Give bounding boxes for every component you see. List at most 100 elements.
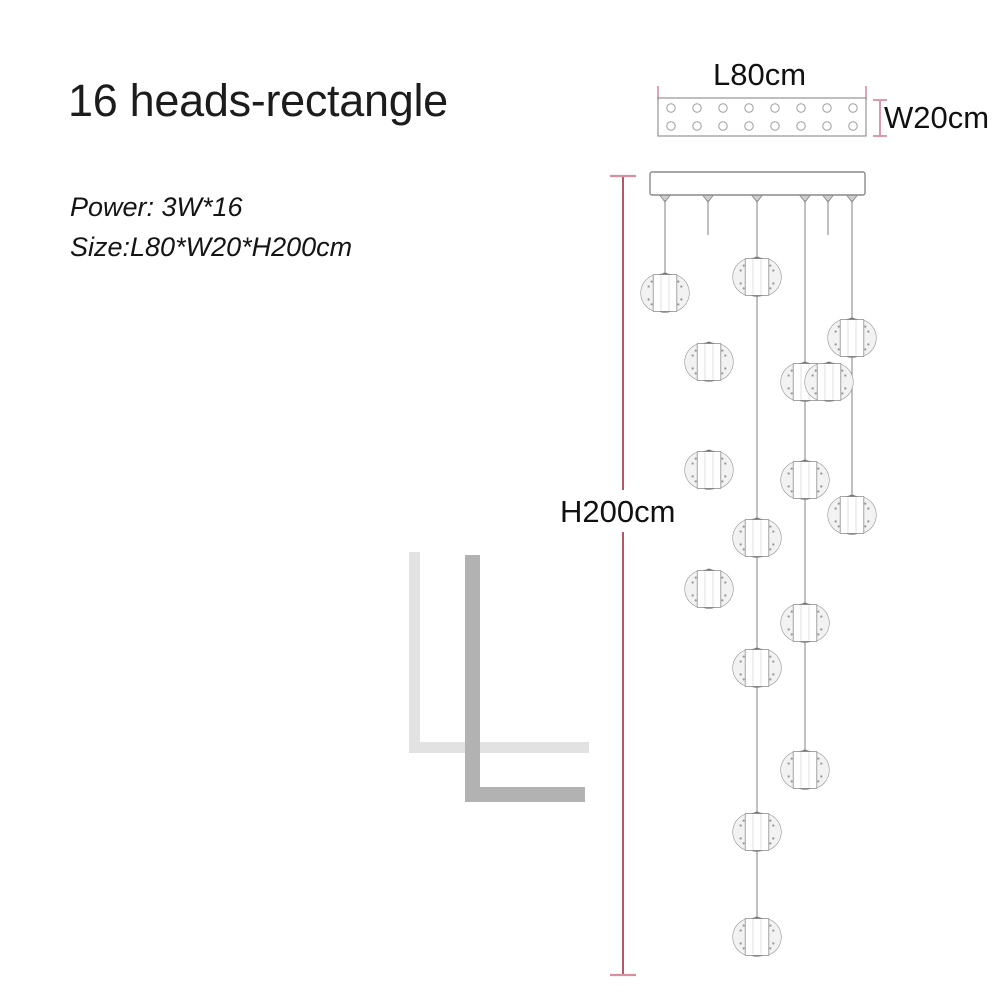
base-plate-hole	[718, 103, 728, 113]
height-dimension-label: H200cm	[560, 494, 676, 529]
crystal-facet-detail	[864, 348, 867, 351]
crystal-facet-detail	[864, 502, 867, 505]
crystal-facet-right	[816, 461, 830, 499]
crystal-facet-detail	[867, 330, 870, 333]
crystal-ball	[684, 449, 734, 490]
crystal-facet-right	[720, 570, 734, 608]
crystal-facet-detail	[769, 525, 772, 528]
crystal-facet-left	[780, 461, 794, 499]
crystal-facet-left	[684, 451, 698, 489]
crystal-facet-detail	[787, 485, 790, 488]
crystal-facet-detail	[772, 837, 775, 840]
crystal-center-band	[744, 258, 770, 296]
crystal-ball	[780, 459, 830, 500]
crystal-facet-left	[732, 258, 746, 296]
crystal-facet-detail	[742, 819, 745, 822]
crystal-facet-detail	[787, 775, 790, 778]
crystal-facet-detail	[680, 298, 683, 301]
crystal-facet-detail	[772, 673, 775, 676]
crystal-facet-detail	[650, 303, 653, 306]
crystal-facet-detail	[691, 367, 694, 370]
crystal-facet-detail	[820, 775, 823, 778]
crystal-facet-detail	[834, 330, 837, 333]
crystal-facet-detail	[864, 325, 867, 328]
crystal-facet-right	[816, 604, 830, 642]
crystal-facet-detail	[742, 924, 745, 927]
height-dimension-line	[610, 174, 636, 977]
crystal-facet-detail	[837, 525, 840, 528]
crystal-facet-detail	[691, 594, 694, 597]
crystal-facet-left	[732, 918, 746, 956]
crystal-facet-detail	[841, 369, 844, 372]
crystal-facet-detail	[787, 387, 790, 390]
crystal-facet-left	[640, 274, 654, 312]
base-plate-hole	[692, 121, 702, 131]
base-plate-hole	[718, 121, 728, 131]
crystal-facet-detail	[820, 762, 823, 765]
crystal-facet-detail	[739, 673, 742, 676]
size-spec-label: Size:L80*W20*H200cm	[70, 232, 353, 262]
crystal-center-band	[696, 451, 722, 489]
crystal-center-band	[652, 274, 678, 312]
page-title: 16 heads-rectangle	[68, 75, 448, 126]
crystal-facet-detail	[772, 660, 775, 663]
base-plate-hole	[822, 121, 832, 131]
crystal-facet-detail	[694, 576, 697, 579]
crystal-facet-detail	[724, 367, 727, 370]
crystal-facet-detail	[817, 610, 820, 613]
crystal-facet-detail	[867, 507, 870, 510]
crystal-ball	[804, 361, 854, 402]
crystal-facet-detail	[742, 678, 745, 681]
crystal-ball-group	[640, 256, 877, 957]
crystal-facet-detail	[837, 325, 840, 328]
crystal-facet-detail	[834, 520, 837, 523]
crystal-facet-detail	[691, 354, 694, 357]
crystal-facet-right	[768, 813, 782, 851]
crystal-facet-detail	[820, 615, 823, 618]
base-plate-hole	[796, 103, 806, 113]
crystal-facet-detail	[769, 287, 772, 290]
crystal-facet-detail	[691, 581, 694, 584]
crystal-facet-detail	[721, 576, 724, 579]
crystal-facet-right	[768, 519, 782, 557]
crystal-facet-detail	[820, 628, 823, 631]
base-plate-hole	[666, 121, 676, 131]
crystal-facet-detail	[724, 594, 727, 597]
crystal-facet-detail	[650, 280, 653, 283]
crystal-facet-detail	[790, 392, 793, 395]
crystal-center-band	[792, 604, 818, 642]
crystal-facet-detail	[721, 599, 724, 602]
crystal-facet-right	[840, 363, 854, 401]
crystal-center-band	[816, 363, 842, 401]
crystal-ball	[780, 602, 830, 643]
crystal-facet-detail	[790, 757, 793, 760]
crystal-facet-detail	[742, 842, 745, 845]
crystal-facet-right	[863, 319, 877, 357]
crystal-facet-detail	[817, 780, 820, 783]
crystal-facet-left	[732, 519, 746, 557]
watermark-back-foot	[409, 742, 589, 753]
crystal-facet-detail	[694, 480, 697, 483]
crystal-facet-detail	[790, 780, 793, 783]
crystal-facet-detail	[787, 374, 790, 377]
crystal-center-band	[744, 649, 770, 687]
crystal-facet-detail	[742, 287, 745, 290]
crystal-facet-detail	[769, 924, 772, 927]
crystal-facet-detail	[739, 942, 742, 945]
crystal-facet-detail	[814, 369, 817, 372]
crystal-facet-detail	[724, 462, 727, 465]
crystal-facet-detail	[724, 354, 727, 357]
crystal-facet-detail	[769, 678, 772, 681]
crystal-facet-detail	[834, 507, 837, 510]
crystal-facet-detail	[811, 374, 814, 377]
crystal-facet-detail	[787, 762, 790, 765]
crystal-facet-detail	[787, 472, 790, 475]
crystal-facet-detail	[844, 387, 847, 390]
base-plate-hole	[770, 121, 780, 131]
crystal-facet-detail	[694, 372, 697, 375]
crystal-facet-left	[827, 496, 841, 534]
crystal-facet-detail	[787, 615, 790, 618]
crystal-facet-detail	[820, 472, 823, 475]
